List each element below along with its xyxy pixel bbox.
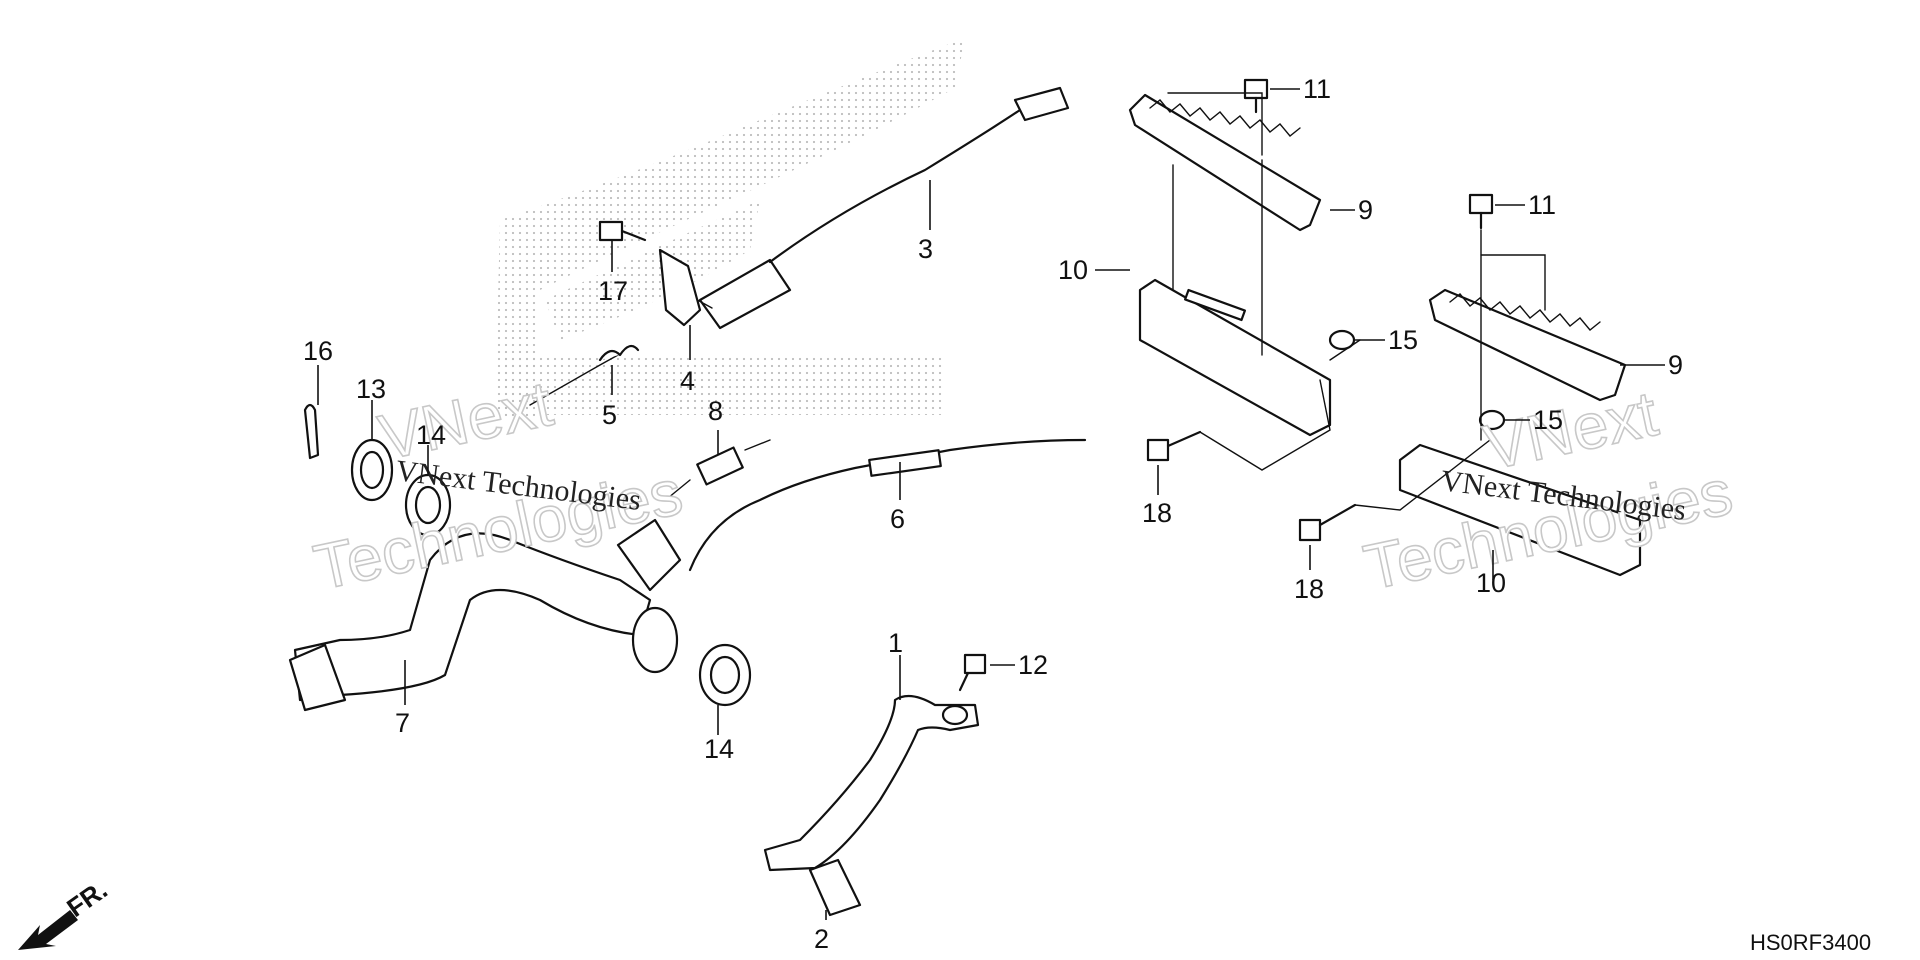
arrow-icon xyxy=(18,910,78,950)
callout-3[interactable]: 3 xyxy=(918,234,933,264)
spring-part-5 xyxy=(529,344,640,406)
callout-15-right[interactable]: 15 xyxy=(1533,405,1563,435)
bushing-part-14-lower xyxy=(698,643,752,707)
bolt-part-11-right xyxy=(1468,193,1494,230)
callout-16[interactable]: 16 xyxy=(303,336,333,366)
nut-part-15-right xyxy=(1478,409,1506,431)
footpeg-left-part-9 xyxy=(1128,93,1322,232)
bushing-part-14-upper xyxy=(404,473,452,537)
callout-4[interactable]: 4 xyxy=(680,366,695,396)
callout-11-right[interactable]: 11 xyxy=(1528,190,1556,220)
callout-10-left[interactable]: 10 xyxy=(1058,255,1088,285)
callout-13[interactable]: 13 xyxy=(356,374,386,404)
nut-part-15-left xyxy=(1328,329,1356,351)
assembly-guide-lines-left xyxy=(1167,92,1361,471)
callout-9-right[interactable]: 9 xyxy=(1668,350,1683,380)
footpeg-right-part-9 xyxy=(1428,288,1627,402)
bracket-part xyxy=(658,248,702,327)
callout-2[interactable]: 2 xyxy=(814,924,829,954)
spring-part-8 xyxy=(667,439,771,499)
brake-pedal-part xyxy=(288,518,682,712)
step-bracket-left-part-10 xyxy=(1138,278,1332,437)
bolt-part-17 xyxy=(598,220,647,242)
callout-14-lower[interactable]: 14 xyxy=(704,734,734,764)
front-direction-marker: FR. xyxy=(18,874,113,950)
cotter-pin-part-16 xyxy=(303,403,320,460)
callout-6[interactable]: 6 xyxy=(890,504,905,534)
diagram-code: HS0RF3400 xyxy=(1750,930,1871,955)
pedal-rubber-part-2 xyxy=(808,858,862,917)
callout-17[interactable]: 17 xyxy=(598,276,628,306)
bolt-part-18-right xyxy=(1298,503,1357,542)
bolt-part-12 xyxy=(958,653,987,692)
callout-9-left[interactable]: 9 xyxy=(1358,195,1373,225)
callout-1[interactable]: 1 xyxy=(888,628,903,658)
callout-7[interactable]: 7 xyxy=(395,708,410,738)
bolt-part-18-left xyxy=(1146,430,1202,462)
callout-18-right[interactable]: 18 xyxy=(1294,574,1324,604)
step-bracket-right-part-10 xyxy=(1398,443,1642,577)
callout-5[interactable]: 5 xyxy=(602,400,617,430)
callout-10-right[interactable]: 10 xyxy=(1476,568,1506,598)
callouts: 1 2 3 4 5 6 7 8 9 9 10 10 11 11 12 13 14… xyxy=(303,74,1683,954)
stop-switch-part xyxy=(689,86,1070,330)
brake-cable-part xyxy=(688,438,1087,572)
bolt-part-11-left xyxy=(1243,78,1269,114)
callout-12[interactable]: 12 xyxy=(1018,650,1048,680)
callout-15-left[interactable]: 15 xyxy=(1388,325,1418,355)
callout-18-left[interactable]: 18 xyxy=(1142,498,1172,528)
callout-14-upper[interactable]: 14 xyxy=(416,420,446,450)
watermark-vnext-right: VNext xyxy=(1478,377,1664,484)
shift-pedal-part xyxy=(763,694,980,872)
callout-8[interactable]: 8 xyxy=(708,396,723,426)
assembly-guide-lines-right xyxy=(1354,229,1546,511)
callout-11-left[interactable]: 11 xyxy=(1303,74,1331,104)
background-wing-logo xyxy=(495,38,965,420)
leader-lines xyxy=(317,88,1665,920)
